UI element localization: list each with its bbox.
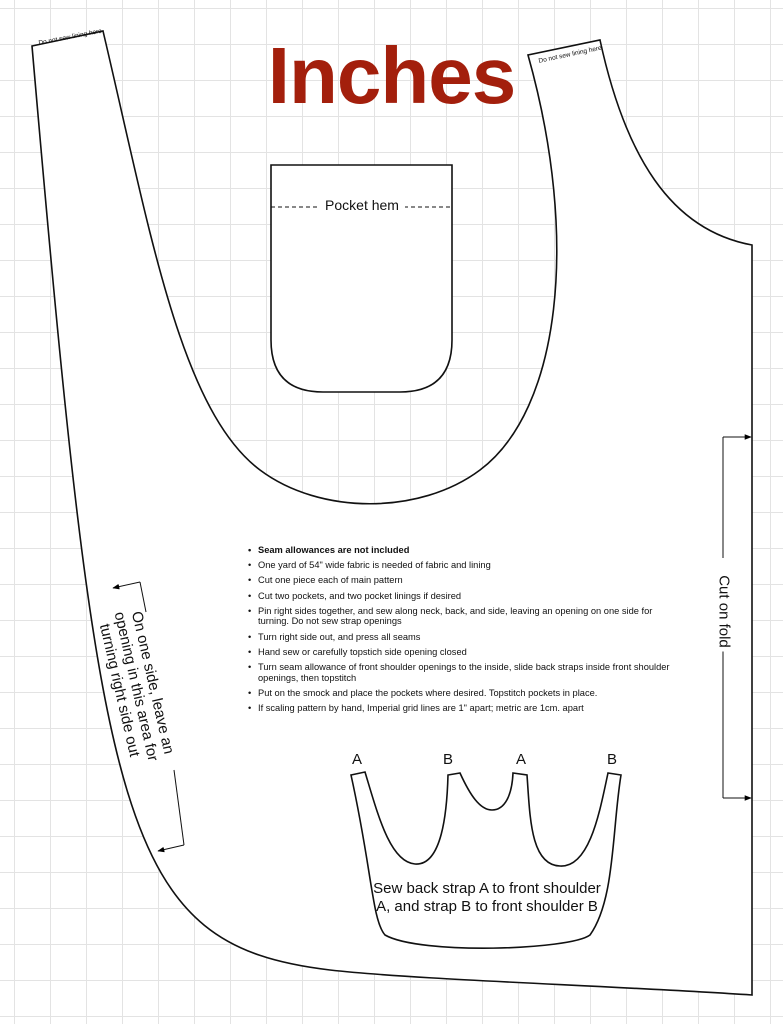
instruction-item: Seam allowances are not included [248, 545, 683, 556]
pocket-outline [270, 164, 453, 393]
opening-line-bottom [173, 769, 185, 846]
cut-on-fold-label: Cut on fold [715, 562, 733, 662]
opening-arrow-top-icon [112, 581, 141, 590]
instruction-item: If scaling pattern by hand, Imperial gri… [248, 703, 683, 714]
page-title: Inches [267, 31, 516, 120]
strap-piece-outline [350, 771, 622, 949]
strap-label-b-right: B [607, 751, 618, 768]
instruction-item: Cut one piece each of main pattern [248, 575, 683, 586]
instruction-item: Hand sew or carefully topstich side open… [248, 647, 683, 658]
instruction-item: Cut two pockets, and two pocket linings … [248, 591, 683, 602]
strap-label-a-left: A [352, 751, 363, 768]
instruction-item: Turn right side out, and press all seams [248, 632, 683, 643]
opening-line-top [139, 581, 147, 613]
pocket-hem-label: Pocket hem [272, 197, 452, 213]
instruction-item: Put on the smock and place the pockets w… [248, 688, 683, 699]
instruction-item: Turn seam allowance of front shoulder op… [248, 662, 683, 683]
strap-label-b-left: B [443, 751, 454, 768]
instruction-list: Seam allowances are not included One yar… [248, 545, 683, 718]
instruction-item: One yard of 54" wide fabric is needed of… [248, 560, 683, 571]
instruction-item: Pin right sides together, and sew along … [248, 606, 683, 627]
opening-arrow-bottom-icon [157, 844, 185, 853]
main-pattern-outline [31, 30, 753, 996]
strap-instruction: Sew back strap A to front shoulder A, an… [373, 880, 601, 915]
strap-label-a-right: A [516, 751, 527, 768]
